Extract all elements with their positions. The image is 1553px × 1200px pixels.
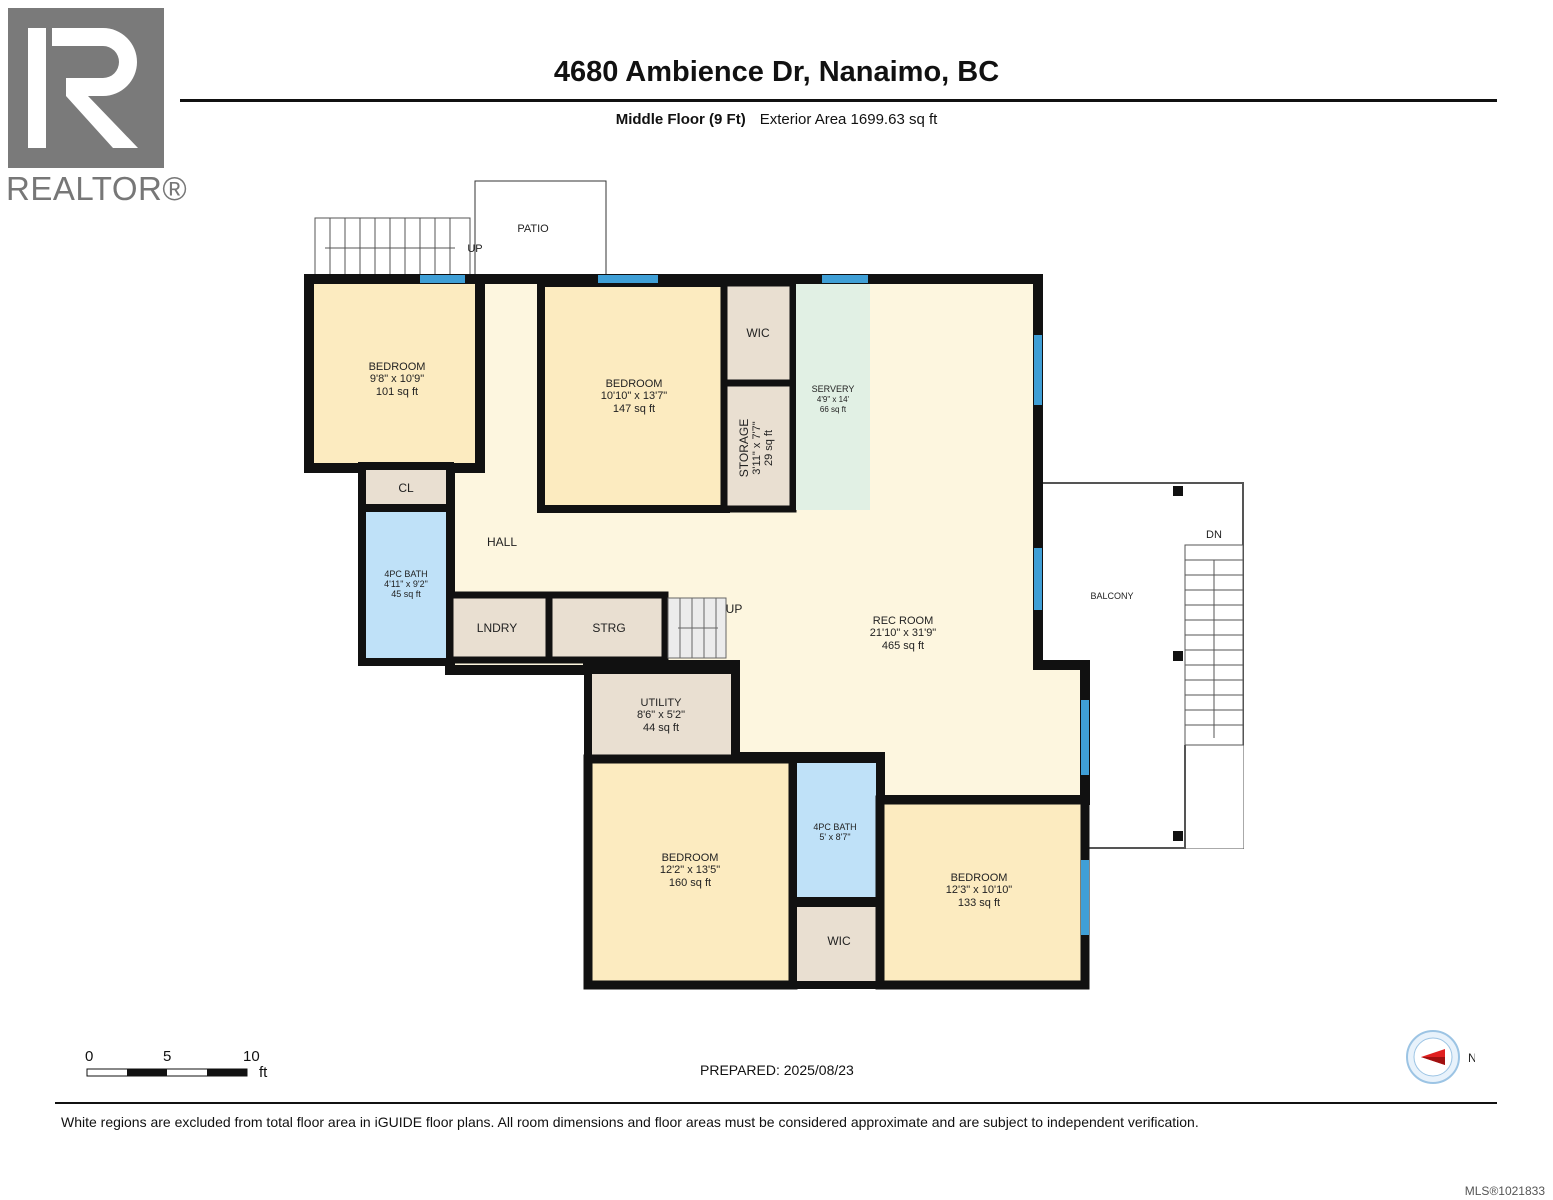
room-name: HALL [487,535,517,549]
bedroom-4 [875,795,1090,990]
footer-divider [55,1102,1497,1104]
room-dims: 10'10" x 13'7" [601,390,668,402]
room-area: 133 sq ft [958,897,1000,909]
bath-1 [358,504,454,666]
room-area: 45 sq ft [391,589,421,599]
room-name: BEDROOM [606,378,663,390]
room-name: WIC [746,326,770,340]
room-name: REC ROOM [873,615,934,627]
room-name: 4PC BATH [813,822,856,832]
bedroom-1 [304,274,485,473]
room-name: 4PC BATH [384,569,427,579]
storage [720,379,797,513]
room-name: LNDRY [477,621,517,635]
patio-stairs-icon [314,217,471,277]
room-name: CL [398,481,414,495]
room-dims: 12'2" x 13'5" [660,864,720,876]
room-name: BEDROOM [662,852,719,864]
room-area: 101 sq ft [376,386,418,398]
realtor-logo [8,8,164,168]
page-title: 4680 Ambience Dr, Nanaimo, BC [553,56,1000,88]
floor-subtitle: Middle Floor (9 Ft) Exterior Area 1699.63… [0,111,1553,128]
disclaimer: White regions are excluded from total fl… [61,1114,1199,1130]
floor-plan: BEDROOM 9'8" x 10'9" 101 sq ft BEDROOM 1… [304,180,1244,990]
room-dims: 8'6" x 5'2" [637,709,685,721]
title-divider [180,99,1497,102]
room-area: 66 sq ft [820,405,847,414]
scale-tick-5: 5 [163,1048,172,1065]
compass-icon: N [1406,1030,1475,1084]
prepared-date: PREPARED: 2025/08/23 [700,1062,854,1078]
room-name: STRG [592,621,625,635]
room-area: 160 sq ft [669,877,711,889]
windows [420,275,1089,935]
room-dims: 4'11" x 9'2" [384,579,428,589]
strg [545,591,669,664]
scale-tick-10: 10 [243,1048,260,1065]
balcony-stairs-icon [1184,544,1244,746]
room-area: 29 sq ft [763,430,775,466]
room-name: UTILITY [641,697,683,709]
patio-stairs-label: UP [467,243,482,255]
room-dims: 4'9" x 14' [817,395,850,404]
stairs-label: UP [726,602,743,616]
room-name: SERVERY [812,384,855,394]
room-name: BEDROOM [369,361,426,373]
scale-unit: ft [259,1064,268,1081]
room-area: 465 sq ft [882,640,924,652]
scale-tick-0: 0 [85,1048,94,1065]
room-area: 147 sq ft [613,403,655,415]
utility [584,666,739,763]
compass-label: N [1468,1051,1475,1065]
room-dims: 3'11" x 7'7" [751,421,763,474]
room-name: WIC [827,934,851,948]
scale-bar [86,1068,248,1077]
room-area: 44 sq ft [643,722,679,734]
exterior-area: Exterior Area 1699.63 sq ft [759,111,938,128]
interior-stairs-icon [667,597,727,659]
bedroom-3 [583,754,798,990]
balcony-stairs-label: DN [1206,529,1222,541]
wic-2 [789,899,884,989]
mls-watermark: MLS®1021833 [1464,1184,1545,1198]
servery [796,284,870,510]
room-dims: 21'10" x 31'9" [870,627,937,639]
room-dims: 5' x 8'7" [819,832,850,842]
balcony-label: BALCONY [1090,591,1133,601]
room-dims: 9'8" x 10'9" [370,373,424,385]
floor-label: Middle Floor (9 Ft) [615,111,746,128]
room-name: STORAGE [737,419,751,477]
room-dims: 12'3" x 10'10" [946,884,1013,896]
room-name: BEDROOM [951,872,1008,884]
patio-label: PATIO [517,223,549,235]
realtor-logo-text: REALTOR® [6,170,188,207]
